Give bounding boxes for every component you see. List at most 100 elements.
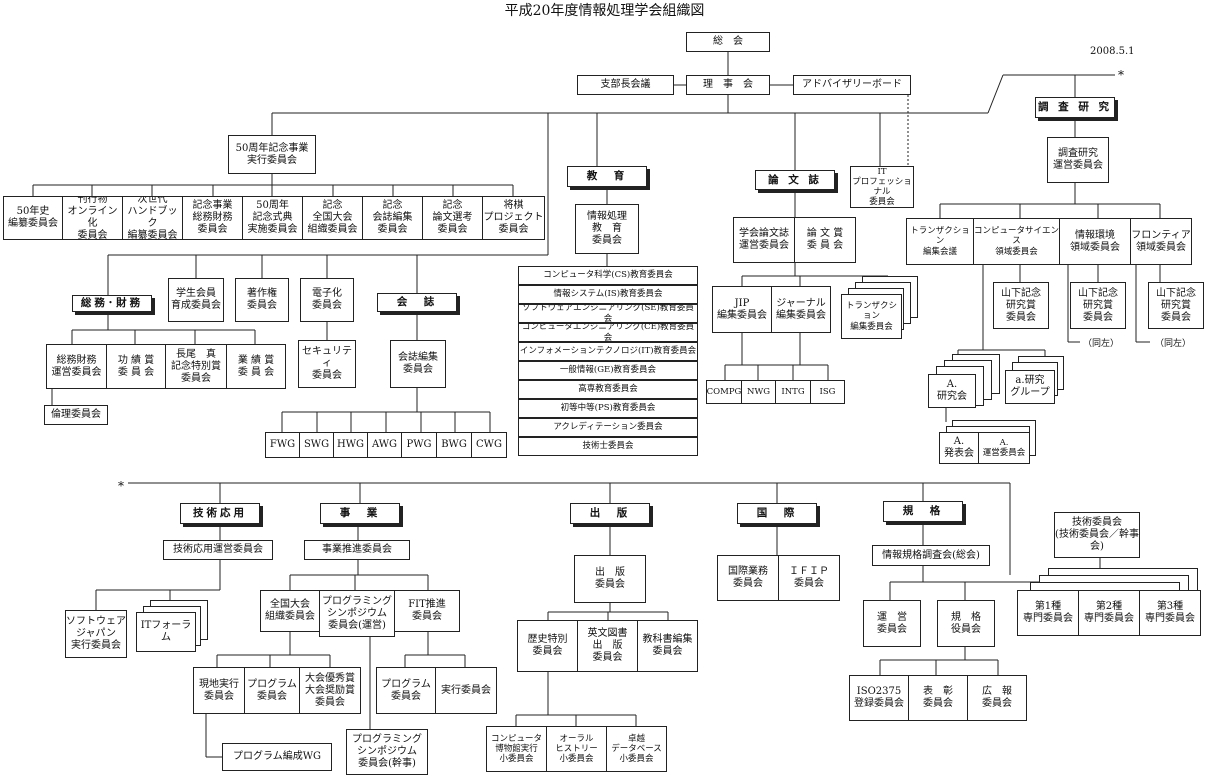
wg-p-box: PWG bbox=[401, 432, 437, 458]
national-convention-box: 全国大会 組織委員会 bbox=[260, 590, 320, 632]
public-relations-box: 広 報 委員会 bbox=[967, 675, 1027, 721]
journal-steering-box: 学会論文誌 運営委員会 bbox=[733, 217, 795, 263]
research-group-small-a-box: a.研究 グループ bbox=[1005, 370, 1055, 404]
awards-box: 表 彰 委員会 bbox=[908, 675, 968, 721]
publishing-committee-box: 出 版 委員会 bbox=[574, 555, 646, 603]
steering-meeting-a-box: A. 運営委員会 bbox=[978, 432, 1030, 464]
continuation-marker-bottom: * bbox=[118, 479, 124, 493]
anniv-shogi-box: 将棋 プロジェクト 委員会 bbox=[482, 196, 545, 240]
type1-committee-box: 第1種 専門委員会 bbox=[1017, 590, 1079, 636]
international-header: 国 際 bbox=[737, 503, 817, 524]
wg-b-box: BWG bbox=[436, 432, 472, 458]
it-forum-box: ITフォーラム bbox=[136, 612, 196, 652]
security-box: セキュリティ 委員会 bbox=[298, 340, 356, 388]
journal-header: 論 文 誌 bbox=[755, 170, 835, 190]
transaction-editorial-box: トランザクション 編集委員会 bbox=[841, 294, 902, 339]
merit-award-box: 功 績 賞 委 員 会 bbox=[106, 344, 166, 389]
international-affairs-box: 国際業務 委員会 bbox=[717, 555, 779, 601]
research-header: 調 査 研 究 bbox=[1035, 97, 1115, 118]
edu-accreditation-box: アクレディテーション委員会 bbox=[518, 418, 698, 437]
magazine-editorial-box: 会誌編集 委員会 bbox=[390, 340, 446, 388]
note-same-as-left-2: （同左） bbox=[1155, 339, 1192, 349]
english-books-box: 英文図書 出 版 委員会 bbox=[577, 620, 638, 672]
anniv-magazine-box: 記念 会誌編集 委員会 bbox=[362, 196, 423, 240]
programming-symposium-secretary-box: プログラミング シンポジウム 委員会(幹事) bbox=[346, 729, 428, 775]
publishing-header: 出 版 bbox=[570, 503, 650, 524]
jip-editorial-box: JIP 編集委員会 bbox=[712, 286, 772, 333]
wg-nwg-box: NWG bbox=[741, 380, 776, 404]
fit-executive-box: 実行委員会 bbox=[435, 667, 497, 714]
anniv-handbook-box: 次世代 ハンドブック 編纂委員会 bbox=[122, 196, 183, 240]
yamashita-award-2-box: 山下記念 研究賞 委員会 bbox=[1070, 282, 1126, 329]
program-wg-box: プログラム編成WG bbox=[222, 743, 332, 771]
general-affairs-header: 総務･財務 bbox=[72, 295, 152, 312]
oral-history-box: オーラル ヒストリー 小委員会 bbox=[546, 726, 607, 772]
anniv-history-box: 50年史 編纂委員会 bbox=[3, 196, 63, 240]
wg-f-box: FWG bbox=[265, 432, 300, 458]
branch-chiefs-box: 支部長会議 bbox=[577, 75, 674, 95]
edu-engineer-box: 技術士委員会 bbox=[518, 437, 698, 456]
research-steering-box: 調査研究 運営委員会 bbox=[1047, 137, 1109, 183]
magazine-header: 会 誌 bbox=[377, 293, 457, 312]
edu-ce-box: コンピュータエンジニアリング(CE)教育委員会 bbox=[518, 323, 698, 342]
excellent-database-box: 卓越 データベース 小委員会 bbox=[606, 726, 667, 772]
frontier-domain-box: フロンティア 領域委員会 bbox=[1130, 218, 1192, 265]
it-professional-box: IT プロフェッショナル 委員会 bbox=[850, 166, 914, 208]
technical-committee-box: 技術委員会 (技術委員会／幹事会) bbox=[1054, 512, 1140, 558]
wg-s-box: SWG bbox=[299, 432, 334, 458]
convention-award-box: 大会優秀賞 大会奨励賞 委員会 bbox=[299, 667, 361, 714]
general-assembly-box: 総 会 bbox=[686, 32, 770, 52]
education-header: 教 育 bbox=[567, 166, 647, 187]
standards-officers-box: 規 格 役員会 bbox=[937, 600, 995, 647]
transaction-meeting-box: トランザクション 編集会議 bbox=[906, 218, 974, 265]
tech-application-header: 技術応用 bbox=[180, 503, 260, 524]
edu-is-box: 情報システム(IS)教育委員会 bbox=[518, 285, 698, 304]
anniversary-committee-box: 50周年記念事業 実行委員会 bbox=[228, 135, 316, 174]
yamashita-award-1-box: 山下記念 研究賞 委員会 bbox=[993, 282, 1049, 329]
advisory-board-box: アドバイザリーボード bbox=[793, 75, 911, 95]
history-special-box: 歴史特別 委員会 bbox=[517, 620, 578, 672]
anniv-convention-box: 記念 全国大会 組織委員会 bbox=[302, 196, 363, 240]
type2-committee-box: 第2種 専門委員会 bbox=[1078, 590, 1140, 636]
edu-cs-box: コンピュータ科学(CS)教育委員会 bbox=[518, 266, 698, 285]
information-env-domain-box: 情報環境 領域委員会 bbox=[1059, 218, 1131, 265]
type3-committee-box: 第3種 専門委員会 bbox=[1139, 590, 1201, 636]
anniv-paper-box: 記念 論文選考 委員会 bbox=[422, 196, 483, 240]
continuation-marker-top: * bbox=[1118, 68, 1124, 82]
ethics-box: 倫理委員会 bbox=[44, 405, 108, 425]
wg-isg-box: ISG bbox=[810, 380, 845, 404]
wg-intg-box: INTG bbox=[775, 380, 811, 404]
local-exec-box: 現地実行 委員会 bbox=[193, 667, 245, 714]
wg-a-box: AWG bbox=[367, 432, 402, 458]
edu-se-box: ソフトウェアエンジニアリング(SE)教育委員会 bbox=[518, 304, 698, 323]
presentation-meeting-box: A. 発表会 bbox=[939, 432, 979, 464]
wg-c-box: CWG bbox=[471, 432, 507, 458]
research-group-a-box: A. 研究会 bbox=[928, 374, 976, 408]
edu-kosen-box: 高専教育委員会 bbox=[518, 380, 698, 399]
wg-compg-box: COMPG bbox=[706, 380, 742, 404]
programming-symposium-box: プログラミング シンポジウム 委員会(運営) bbox=[319, 590, 395, 637]
page-title: 平成20年度情報処理学会組織図 bbox=[504, 3, 705, 19]
paper-award-box: 論 文 賞 委 員 会 bbox=[794, 217, 856, 263]
fit-promotion-box: FIT推進 委員会 bbox=[394, 590, 460, 632]
yamashita-award-3-box: 山下記念 研究賞 委員会 bbox=[1148, 282, 1204, 329]
software-japan-box: ソフトウェア ジャパン 実行委員会 bbox=[65, 610, 127, 658]
wg-h-box: HWG bbox=[333, 432, 368, 458]
nagao-award-box: 長尾 真 記念特別賞 委員会 bbox=[165, 344, 227, 389]
education-committee-box: 情報処理 教 育 委員会 bbox=[575, 204, 639, 254]
student-member-box: 学生会員 育成委員会 bbox=[168, 278, 224, 322]
tech-application-steering-box: 技術応用運営委員会 bbox=[163, 540, 273, 560]
anniv-finance-box: 記念事業 総務財務 委員会 bbox=[182, 196, 243, 240]
anniv-online-box: 刊行物 オンライン化 委員会 bbox=[62, 196, 123, 240]
fit-program-box: プログラム 委員会 bbox=[376, 667, 436, 714]
digitization-box: 電子化 委員会 bbox=[300, 278, 354, 322]
iso2375-box: ISO2375 登録委員会 bbox=[849, 675, 909, 721]
ifip-box: ＩＦＩＰ 委員会 bbox=[778, 555, 840, 601]
textbook-editing-box: 教科書編集 委員会 bbox=[637, 620, 698, 672]
finance-steering-box: 総務財務 運営委員会 bbox=[46, 344, 107, 389]
standards-steering-box: 運 営 委員会 bbox=[863, 600, 921, 647]
program-committee-box: プログラム 委員会 bbox=[244, 667, 300, 714]
edu-ge-box: 一般情報(GE)教育委員会 bbox=[518, 361, 698, 380]
edu-ps-box: 初等中等(PS)教育委員会 bbox=[518, 399, 698, 418]
